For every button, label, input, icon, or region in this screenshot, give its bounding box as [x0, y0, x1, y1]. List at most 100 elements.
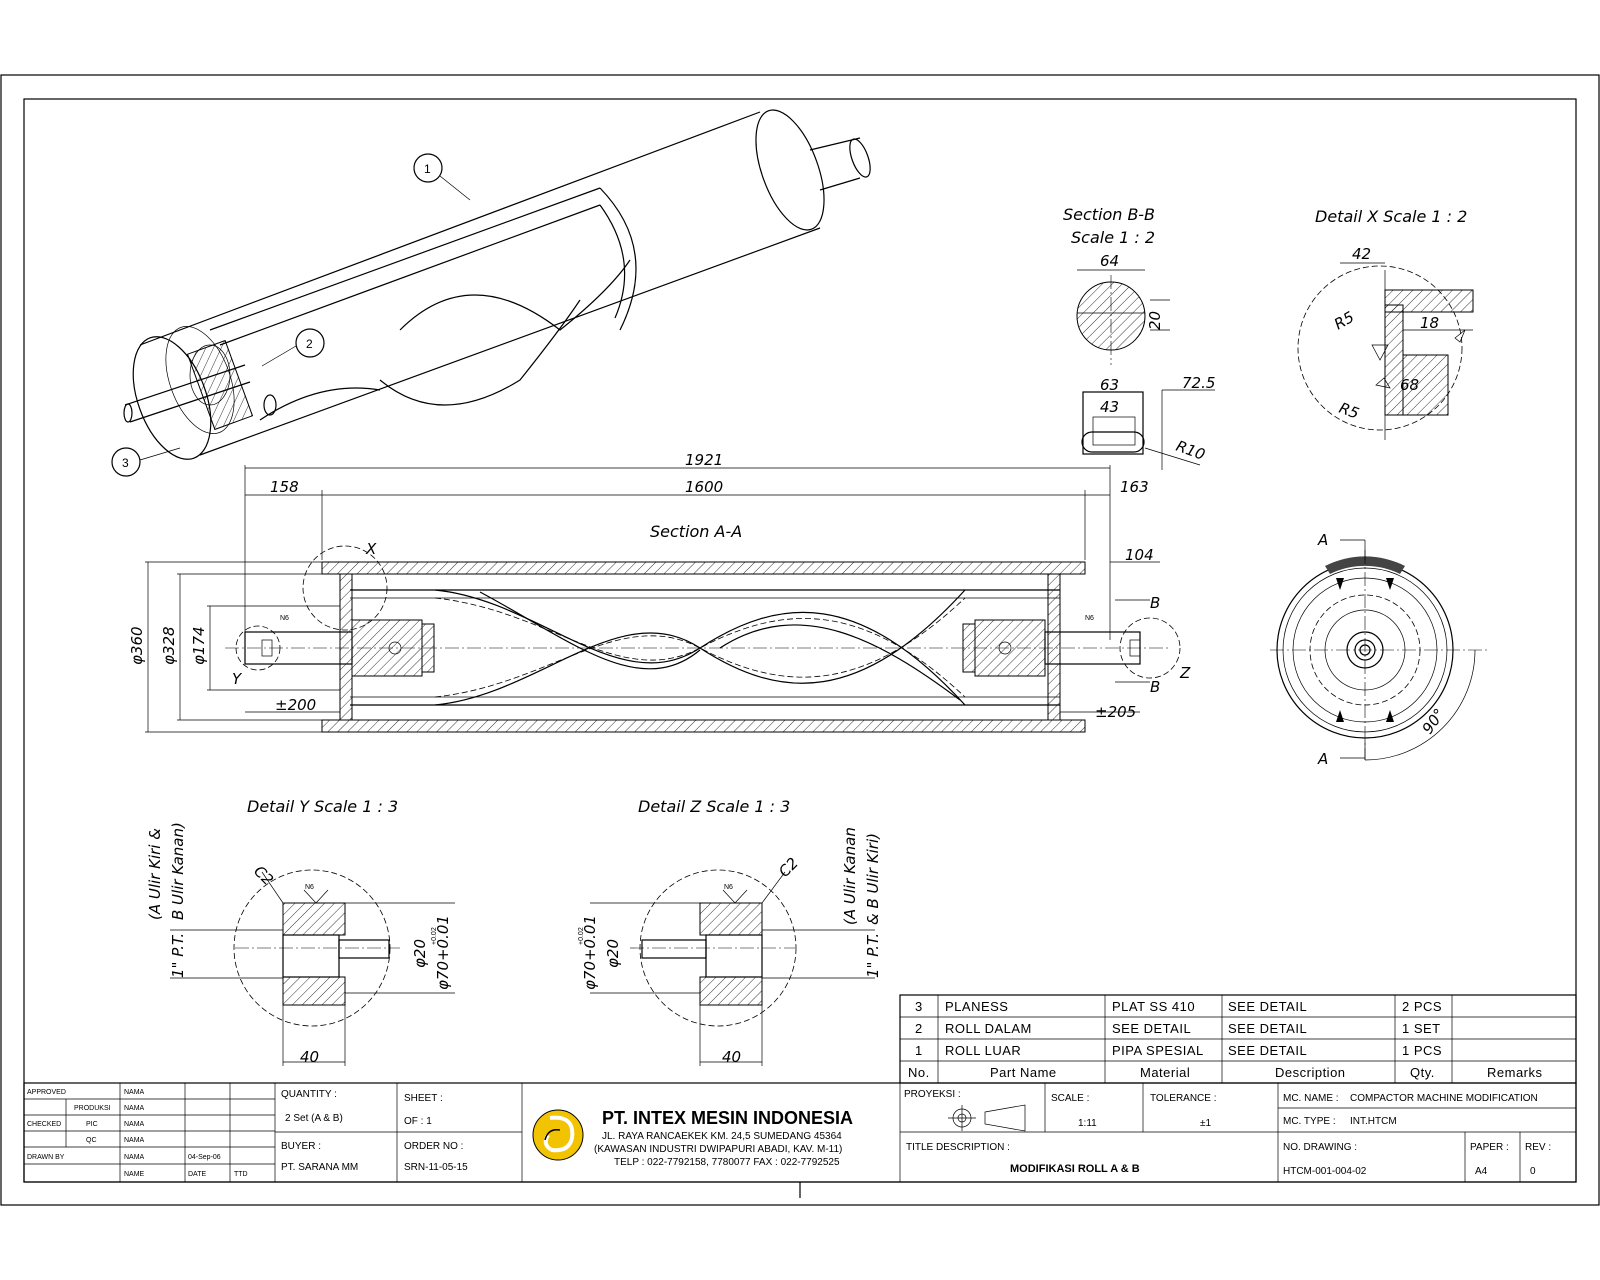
bill-of-materials: 3 PLANESS PLAT SS 410 SEE DETAIL 2 PCS 2… [899, 994, 1577, 1084]
svg-text:SHEET :: SHEET : [404, 1093, 443, 1104]
svg-text:1 SET: 1 SET [1402, 1021, 1441, 1036]
svg-text:ROLL DALAM: ROLL DALAM [945, 1021, 1032, 1036]
svg-text:PROYEKSI :: PROYEKSI : [904, 1089, 961, 1100]
svg-text:NAMA: NAMA [124, 1105, 145, 1112]
svg-text:2 Set (A & B): 2 Set (A & B) [285, 1113, 343, 1124]
svg-text:B: B [1150, 594, 1160, 612]
svg-text:MC. TYPE :: MC. TYPE : [1283, 1116, 1336, 1127]
svg-text:TELP : 022-7792158, 7780077 FA: TELP : 022-7792158, 7780077 FAX : 022-77… [614, 1157, 840, 1168]
svg-text:φ328: φ328 [160, 626, 178, 665]
svg-text:04-Sep-06: 04-Sep-06 [188, 1154, 221, 1161]
svg-text:18: 18 [1420, 314, 1439, 332]
svg-text:63: 63 [1100, 376, 1119, 394]
svg-text:REV :: REV : [1525, 1142, 1551, 1153]
svg-text:A: A [1317, 750, 1328, 768]
svg-text:PAPER :: PAPER : [1470, 1142, 1509, 1153]
section-a-a-title: Section A-A [650, 522, 742, 541]
svg-text:SCALE :: SCALE : [1051, 1093, 1089, 1104]
svg-text:Z: Z [1179, 664, 1191, 682]
svg-text:CHECKED: CHECKED [27, 1121, 61, 1128]
drawing-number: HTCM-001-004-02 [1283, 1166, 1367, 1177]
svg-text:A4: A4 [1475, 1166, 1488, 1177]
svg-text:QUANTITY :: QUANTITY : [281, 1089, 337, 1100]
svg-text:1 PCS: 1 PCS [1402, 1043, 1442, 1058]
svg-text:SEE DETAIL: SEE DETAIL [1228, 999, 1307, 1014]
svg-text:1600: 1600 [685, 478, 723, 496]
svg-text:R5: R5 [1331, 308, 1357, 334]
svg-text:TTD: TTD [234, 1171, 248, 1178]
svg-text:NAMA: NAMA [124, 1121, 145, 1128]
svg-text:NAMA: NAMA [124, 1154, 145, 1161]
svg-text:SEE DETAIL: SEE DETAIL [1228, 1043, 1307, 1058]
end-view: A A 90° [1270, 531, 1490, 768]
svg-text:163: 163 [1120, 478, 1149, 496]
section-b-b-title: Section B-B [1063, 205, 1155, 224]
svg-text:1: 1 [424, 162, 431, 176]
svg-text:SEE DETAIL: SEE DETAIL [1112, 1021, 1191, 1036]
svg-text:+0.02: +0.02 [431, 927, 438, 945]
balloon-2 [295, 328, 325, 358]
svg-text:SRN-11-05-15: SRN-11-05-15 [404, 1162, 468, 1173]
svg-text:2: 2 [306, 337, 313, 351]
svg-text:20: 20 [1146, 311, 1164, 330]
svg-text:QC: QC [86, 1137, 97, 1144]
svg-text:NAMA: NAMA [124, 1089, 145, 1096]
svg-text:3: 3 [122, 456, 129, 470]
svg-text:±1: ±1 [1200, 1118, 1211, 1129]
svg-text:B Ulir Kanan): B Ulir Kanan) [169, 822, 187, 920]
approval-grid: APPROVED PRODUKSI CHECKED PIC QC DRAWN B… [24, 1083, 275, 1182]
svg-text:φ20: φ20 [604, 939, 622, 968]
svg-text:N6: N6 [280, 615, 289, 622]
svg-text:OF : 1: OF : 1 [404, 1116, 432, 1127]
svg-text:68: 68 [1400, 376, 1419, 394]
bom-header: No. Part Name Material Description Qty. … [908, 1065, 1542, 1080]
svg-text:R5: R5 [1337, 399, 1362, 423]
company-logo [532, 1109, 584, 1161]
detail-y-title: Detail Y Scale 1 : 3 [247, 797, 398, 816]
svg-text:TITLE DESCRIPTION :: TITLE DESCRIPTION : [906, 1142, 1010, 1153]
svg-text:40: 40 [722, 1048, 741, 1066]
section-a-a-view: Section A-A 1921 158 1600 163 [128, 451, 1191, 733]
svg-text:No.: No. [908, 1065, 930, 1080]
detail-x-title: Detail X Scale 1 : 2 [1315, 207, 1467, 226]
balloon-3 [111, 447, 141, 477]
svg-text:BUYER :: BUYER : [281, 1141, 321, 1152]
svg-text:B: B [1150, 678, 1160, 696]
svg-text:TOLERANCE :: TOLERANCE : [1150, 1093, 1217, 1104]
bom-row-3: 3 PLANESS PLAT SS 410 SEE DETAIL 2 PCS [915, 999, 1442, 1014]
svg-text:(KAWASAN INDUSTRI DWIPAPURI AB: (KAWASAN INDUSTRI DWIPAPURI ABADI, KAV. … [594, 1144, 842, 1155]
svg-text:90°: 90° [1419, 705, 1449, 737]
svg-text:N6: N6 [305, 884, 314, 891]
detail-y-view: Detail Y Scale 1 : 3 40 C2 N6 φ20 φ70+0.… [146, 797, 455, 1066]
svg-text:DRAWN BY: DRAWN BY [27, 1154, 65, 1161]
svg-text:+0.02: +0.02 [578, 927, 585, 945]
svg-text:ROLL LUAR: ROLL LUAR [945, 1043, 1021, 1058]
svg-text:JL. RAYA RANCAEKEK KM. 24,5 SU: JL. RAYA RANCAEKEK KM. 24,5 SUMEDANG 453… [602, 1131, 842, 1142]
svg-text:Qty.: Qty. [1410, 1065, 1435, 1080]
detail-z-title: Detail Z Scale 1 : 3 [638, 797, 790, 816]
svg-text:Scale 1 : 2: Scale 1 : 2 [1071, 228, 1155, 247]
balloon-1 [413, 153, 443, 183]
svg-text:1:11: 1:11 [1078, 1118, 1097, 1129]
svg-text:64: 64 [1100, 252, 1119, 270]
detail-x-view: Detail X Scale 1 : 2 42 18 68 R5 R5 [1297, 207, 1474, 440]
svg-text:N6: N6 [1085, 615, 1094, 622]
bom-row-2: 2 ROLL DALAM SEE DETAIL SEE DETAIL 1 SET [915, 1021, 1441, 1036]
svg-text:φ20: φ20 [411, 939, 429, 968]
svg-text:1921: 1921 [685, 451, 723, 469]
svg-text:2: 2 [915, 1021, 923, 1036]
svg-text:1" P.T.: 1" P.T. [169, 933, 187, 978]
drawing-frame [23, 98, 1577, 1183]
svg-text:72.5: 72.5 [1182, 374, 1215, 392]
svg-text:INT.HTCM: INT.HTCM [1350, 1116, 1397, 1127]
svg-text:Part Name: Part Name [990, 1065, 1057, 1080]
svg-text:APPROVED: APPROVED [27, 1089, 66, 1096]
svg-text:R10: R10 [1174, 437, 1208, 464]
svg-text:MC. NAME :: MC. NAME : [1283, 1093, 1339, 1104]
svg-text:& B Ulir Kiri): & B Ulir Kiri) [864, 833, 882, 925]
svg-text:1: 1 [915, 1043, 923, 1058]
svg-text:NAMA: NAMA [124, 1137, 145, 1144]
bom-row-1: 1 ROLL LUAR PIPA SPESIAL SEE DETAIL 1 PC… [915, 1043, 1442, 1058]
outer-border [0, 74, 1600, 1206]
